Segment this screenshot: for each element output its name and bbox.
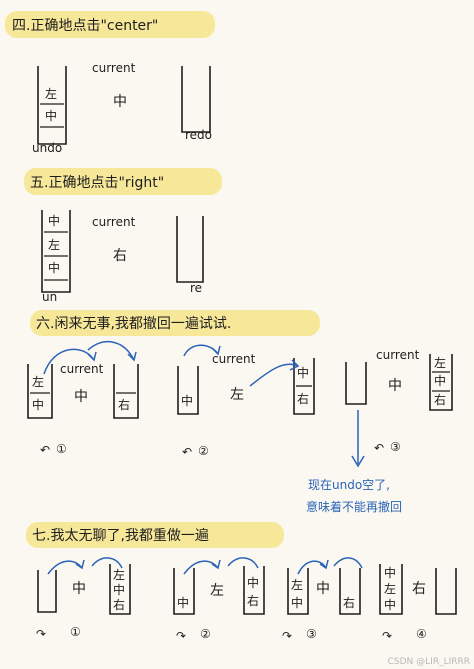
undo-stack-7-2 — [173, 568, 195, 615]
redo-stack-7-1-item-2: 中 — [113, 583, 126, 597]
note-line-1: 现在undo空了, — [308, 478, 390, 492]
redo-stack-7-4 — [435, 568, 457, 615]
redo-stack-6-2 — [293, 358, 315, 415]
undo-stack-5-item-1: 中 — [48, 214, 61, 228]
redo-stack-7-3 — [339, 568, 361, 615]
heading-4: 四.正确地点击"center" — [12, 18, 159, 34]
undo-stack-7-3-item-1: 左 — [291, 578, 304, 592]
undo-stack-7-2-item-1: 中 — [177, 596, 190, 610]
redo-stack-4 — [181, 66, 211, 133]
heading-5: 五.正确地点击"right" — [30, 175, 165, 191]
move-arrows-7-1 — [47, 557, 123, 575]
redo-stack-7-1-item-3: 右 — [113, 598, 126, 612]
undo-stack-6-3 — [345, 362, 367, 405]
undo-stack-7-4 — [379, 564, 403, 615]
step-7-1: ① — [70, 625, 81, 639]
redo-stack-6-3-item-1: 左 — [434, 356, 447, 370]
undo-stack-5-item-3: 中 — [48, 261, 61, 275]
undo-stack-7-3-item-2: 中 — [291, 596, 304, 610]
undo-stack-6-2 — [177, 366, 199, 415]
heading-highlight-7 — [26, 522, 284, 548]
move-arrows-6-2 — [183, 344, 300, 387]
redo-arrow-icon: ↷ — [282, 629, 293, 643]
redo-stack-7-3-item-1: 右 — [343, 596, 356, 610]
redo-stack-6-3-item-3: 右 — [434, 393, 447, 407]
undo-stack-6-1-item-2: 中 — [32, 398, 45, 412]
current-value-7-2: 左 — [210, 583, 224, 599]
redo-stack-6-2-item-1: 中 — [297, 366, 310, 380]
redo-stack-6-2-item-2: 右 — [297, 392, 310, 406]
current-value-6-1: 中 — [74, 389, 88, 405]
step-6-2: ② — [198, 444, 209, 458]
current-value-7-3: 中 — [316, 581, 330, 597]
note-line-2: 意味着不能再撤回 — [306, 500, 403, 514]
undo-arrow-icon: ↶ — [182, 445, 193, 459]
current-value-7-1: 中 — [72, 581, 86, 597]
current-label-6-1: current — [60, 362, 104, 376]
redo-stack-6-1-item-1: 右 — [118, 398, 131, 412]
undo-stack-4-item-1: 左 — [45, 87, 58, 101]
redo-stack-6-1 — [113, 364, 139, 419]
current-label-5: current — [92, 215, 136, 229]
current-value-6-3: 中 — [388, 378, 402, 394]
heading-highlight-5 — [24, 168, 222, 195]
undo-arrow-icon: ↶ — [374, 441, 385, 455]
watermark: CSDN @LIR_LIRRR — [387, 657, 470, 667]
current-value-5: 右 — [113, 248, 127, 264]
redo-arrow-icon: ↷ — [36, 627, 47, 641]
redo-stack-7-1 — [109, 564, 131, 615]
step-7-4: ④ — [416, 627, 427, 641]
undo-arrow-icon: ↶ — [40, 443, 51, 457]
undo-label-5: un — [42, 290, 58, 304]
current-label-6-2: current — [212, 352, 256, 366]
redo-stack-5 — [176, 216, 204, 283]
undo-stack-5-item-2: 左 — [48, 238, 61, 252]
undo-stack-7-4-item-1: 中 — [384, 566, 397, 580]
undo-stack-4 — [37, 66, 67, 145]
undo-stack-4-item-2: 中 — [45, 109, 58, 123]
heading-6: 六.闲来无事,我都撤回一遍试试. — [36, 316, 232, 332]
redo-label-4: redo — [185, 128, 213, 142]
redo-stack-6-3-item-2: 中 — [434, 374, 447, 388]
heading-highlight-6 — [30, 310, 320, 336]
redo-stack-7-1-item-1: 左 — [113, 568, 126, 582]
undo-stack-6-2-item-1: 中 — [181, 394, 194, 408]
current-value-7-4: 右 — [412, 581, 426, 597]
undo-stack-6-1 — [27, 364, 53, 419]
redo-label-5: re — [190, 281, 203, 295]
redo-stack-7-2 — [243, 566, 265, 615]
current-label-4: current — [92, 61, 136, 75]
undo-stack-6-1-item-1: 左 — [32, 375, 45, 389]
undo-stack-7-3 — [287, 568, 309, 615]
step-7-3: ③ — [306, 627, 317, 641]
current-value-6-2: 左 — [230, 387, 244, 403]
heading-7: 七.我太无聊了,我都重做一遍 — [32, 528, 209, 544]
move-arrows-6-1 — [43, 341, 137, 375]
redo-arrow-icon: ↷ — [382, 629, 393, 643]
undo-label-4: undo — [32, 141, 63, 155]
undo-stack-7-1 — [37, 570, 57, 613]
undo-stack-7-4-item-3: 中 — [384, 598, 397, 612]
undo-stack-5 — [41, 210, 71, 293]
move-arrows-7-3 — [297, 557, 363, 575]
redo-arrow-icon: ↷ — [176, 629, 187, 643]
current-label-6-3: current — [376, 348, 420, 362]
heading-highlight-4 — [5, 11, 215, 38]
note-arrow — [351, 410, 365, 468]
redo-stack-7-2-item-2: 右 — [247, 594, 260, 608]
move-arrows-7-2 — [183, 557, 259, 575]
current-value-4: 中 — [113, 94, 127, 110]
undo-stack-7-4-item-2: 左 — [384, 582, 397, 596]
step-6-1: ① — [56, 442, 67, 456]
redo-stack-7-2-item-1: 中 — [247, 576, 260, 590]
redo-stack-6-3 — [429, 354, 453, 411]
step-6-3: ③ — [390, 440, 401, 454]
step-7-2: ② — [200, 627, 211, 641]
